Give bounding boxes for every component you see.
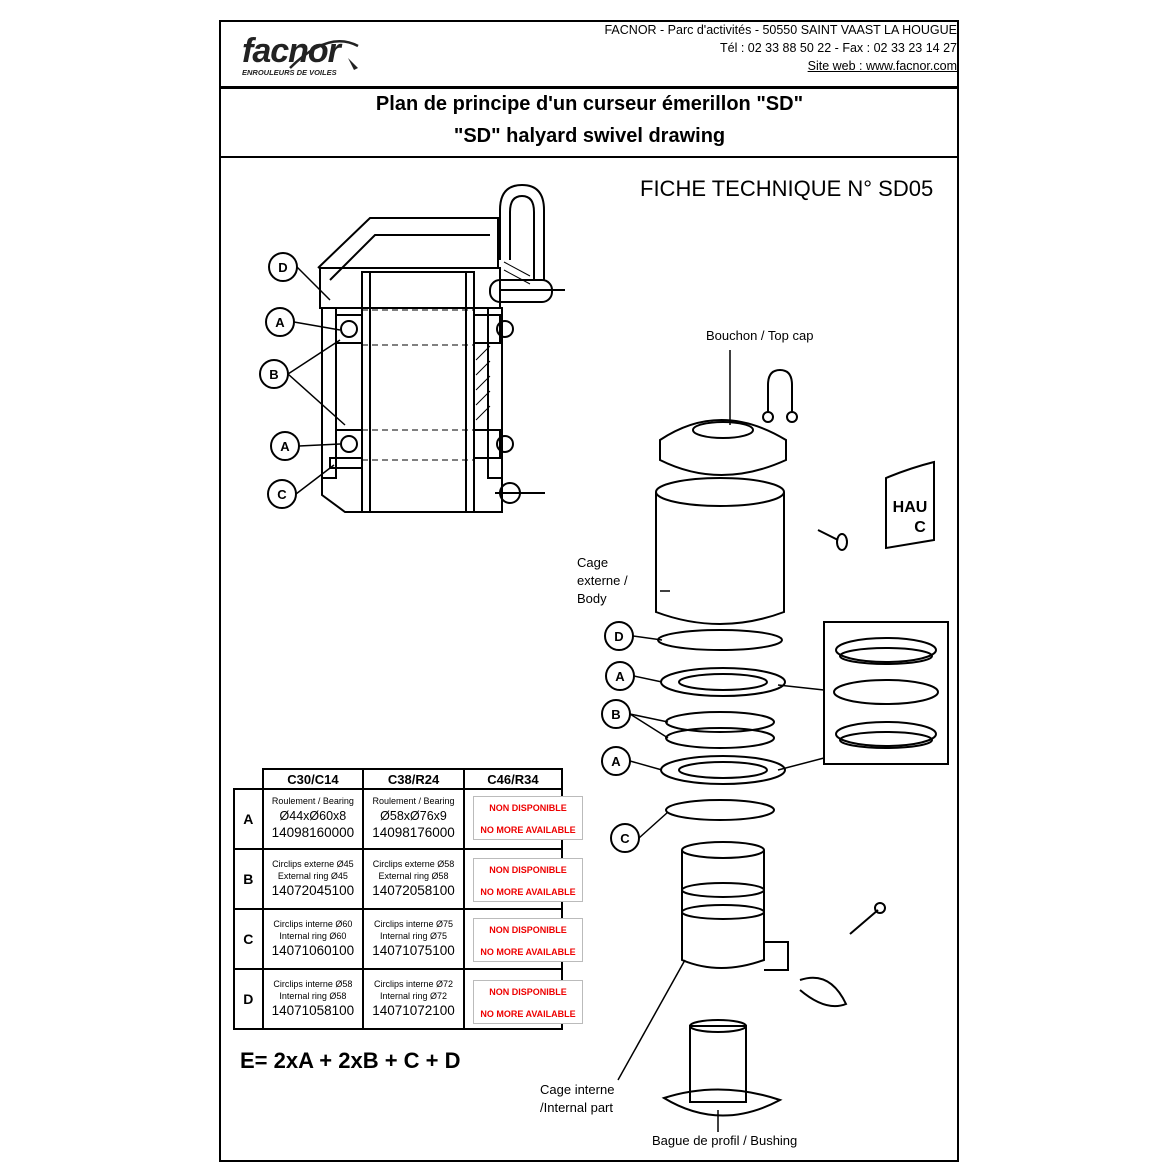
section-dashed-lines	[362, 309, 474, 461]
exploded-view	[655, 368, 949, 1117]
row-key: B	[233, 848, 264, 910]
table-header-row: C30/C14 C38/R24 C46/R34	[234, 768, 564, 790]
logo-word: facnor	[242, 32, 341, 70]
label-body-3: Body	[577, 591, 607, 606]
row-key: C	[233, 908, 264, 970]
table-cell: Circlips interne Ø60 Internal ring Ø60 1…	[261, 908, 365, 970]
label-body-1: Cage	[577, 555, 609, 570]
title-english: "SD" halyard swivel drawing	[453, 125, 726, 147]
table-corner	[234, 769, 264, 790]
column-header: C46/R34	[462, 768, 564, 790]
tag-text-1: HAU	[893, 499, 928, 516]
label-internal-1: Cage interne	[540, 1082, 615, 1097]
not-available-stamp: NON DISPONIBLE NO MORE AVAILABLE	[473, 796, 583, 840]
row-key: D	[233, 968, 264, 1030]
header-divider	[220, 86, 959, 89]
table-cell: Circlips interne Ø58 Internal ring Ø58 1…	[261, 968, 365, 1030]
table-cell: Circlips interne Ø75 Internal ring Ø75 1…	[362, 908, 465, 970]
logo-swoosh-icon	[289, 40, 359, 70]
facnor-logo: facnor ENROULEURS DE VOILES	[240, 32, 359, 80]
table-cell: Circlips externe Ø45 External ring Ø45 1…	[261, 848, 365, 910]
not-available-stamp: NON DISPONIBLE NO MORE AVAILABLE	[473, 858, 583, 902]
callout-d-label: D	[614, 629, 623, 644]
label-bushing: Bague de profil / Bushing	[652, 1133, 798, 1148]
table-cell: Roulement / Bearing Ø58xØ76x9 1409817600…	[362, 788, 465, 850]
parts-table: C30/C14 C38/R24 C46/R34 A Roulement / Be…	[233, 768, 564, 1030]
label-top-cap: Bouchon / Top cap	[706, 328, 814, 343]
callout-a-label: A	[615, 669, 625, 684]
title-divider	[220, 156, 959, 158]
table-cell: Roulement / Bearing Ø44xØ60x8 1409816000…	[261, 788, 365, 850]
table-cell: Circlips externe Ø58 External ring Ø58 1…	[362, 848, 465, 910]
logo-subtitle: ENROULEURS DE VOILES	[242, 68, 337, 77]
callout-c-label: C	[620, 831, 630, 846]
callout-c-label: C	[277, 487, 287, 502]
callout-a-label: A	[280, 439, 290, 454]
not-available-stamp: NON DISPONIBLE NO MORE AVAILABLE	[473, 918, 583, 962]
company-phone-fax: Tél : 02 33 88 50 22 - Fax : 02 33 23 14…	[720, 41, 957, 55]
not-available-stamp: NON DISPONIBLE NO MORE AVAILABLE	[473, 980, 583, 1024]
page-frame	[219, 20, 959, 1162]
company-address: FACNOR - Parc d'activités - 50550 SAINT …	[604, 23, 957, 37]
row-key: A	[233, 788, 264, 850]
callout-a-label: A	[611, 754, 621, 769]
column-header: C38/R24	[362, 768, 465, 790]
table-cell: Circlips interne Ø72 Internal ring Ø72 1…	[362, 968, 465, 1030]
column-header: C30/C14	[261, 768, 365, 790]
label-internal-2: /Internal part	[540, 1100, 613, 1115]
tag-text-2: C	[914, 519, 926, 536]
cross-section-drawing	[317, 183, 565, 513]
callout-b-label: B	[269, 367, 278, 382]
company-website-link[interactable]: Site web : www.facnor.com	[807, 59, 957, 73]
hatching	[475, 261, 531, 421]
formula: E= 2xA + 2xB + C + D	[240, 1048, 461, 1073]
callout-d-label: D	[278, 260, 287, 275]
fiche-number: FICHE TECHNIQUE N° SD05	[640, 176, 934, 201]
title-french: Plan de principe d'un curseur émerillon …	[375, 93, 804, 115]
callout-a-label: A	[275, 315, 285, 330]
label-body-2: externe /	[577, 573, 628, 588]
table-row: D Circlips interne Ø58 Internal ring Ø58…	[233, 968, 564, 1030]
callout-b-label: B	[611, 707, 620, 722]
